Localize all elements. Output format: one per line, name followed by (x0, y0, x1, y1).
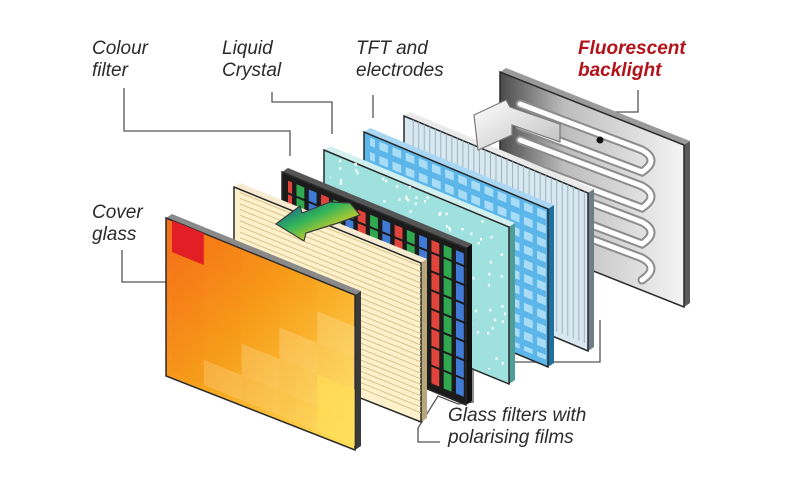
label-backlight: Fluorescent backlight (578, 38, 686, 82)
label-colour-filter-line2: filter (92, 60, 128, 81)
label-glass-filters-line2: polarising films (448, 427, 574, 448)
label-tft-line2: electrodes (356, 60, 444, 81)
label-backlight-line2: backlight (578, 60, 662, 81)
label-cover-glass-line1: Cover (92, 202, 143, 223)
label-backlight-line1: Fluorescent (578, 38, 686, 59)
label-liquid-crystal: Liquid Crystal (222, 38, 281, 82)
label-tft: TFT and electrodes (356, 38, 444, 82)
leader-colour-filter (123, 88, 291, 156)
label-cover-glass: Cover glass (92, 202, 143, 246)
label-glass-filters: Glass filters with polarising films (448, 405, 586, 449)
label-colour-filter: Colour filter (92, 38, 148, 82)
arrow-icon (473, 99, 561, 151)
label-colour-filter-line1: Colour (92, 38, 148, 59)
label-liquid-crystal-line1: Liquid (222, 38, 273, 59)
leader-lines (121, 88, 639, 443)
label-tft-line1: TFT and (356, 38, 428, 59)
label-glass-filters-line1: Glass filters with (448, 405, 587, 426)
leader-liquid-crystal (271, 92, 333, 134)
arrow-icon (274, 201, 362, 242)
leader-cover-glass (121, 250, 168, 283)
label-cover-glass-line2: glass (92, 224, 137, 245)
backlight-leader-dot (596, 136, 604, 144)
leader-glass-filters (417, 320, 601, 443)
label-liquid-crystal-line2: Crystal (222, 60, 282, 81)
